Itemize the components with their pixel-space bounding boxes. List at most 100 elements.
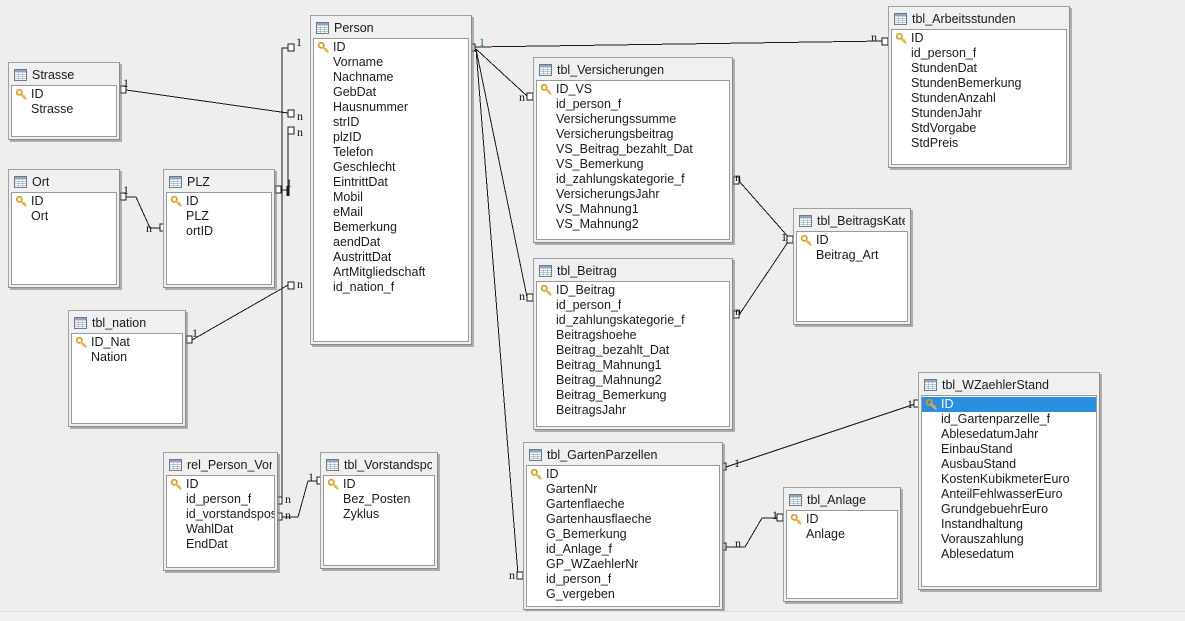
field-row[interactable]: ID bbox=[314, 40, 468, 55]
field-row[interactable]: Instandhaltung bbox=[922, 517, 1096, 532]
field-row[interactable]: ID bbox=[12, 87, 116, 102]
field-row[interactable]: VS_Mahnung2 bbox=[537, 217, 729, 232]
table-titlebar-tbl_wzaehlerstand[interactable]: tbl_WZaehlerStand bbox=[921, 375, 1097, 395]
field-row[interactable]: Bemerkung bbox=[314, 220, 468, 235]
field-row[interactable]: strID bbox=[314, 115, 468, 130]
table-titlebar-tbl_versicherungen[interactable]: tbl_Versicherungen bbox=[536, 60, 730, 80]
field-row[interactable]: StundenAnzahl bbox=[892, 91, 1066, 106]
field-row[interactable]: StundenDat bbox=[892, 61, 1066, 76]
field-row[interactable]: AblesedatumJahr bbox=[922, 427, 1096, 442]
field-row[interactable]: GebDat bbox=[314, 85, 468, 100]
field-row[interactable]: id_Gartenparzelle_f bbox=[922, 412, 1096, 427]
field-row[interactable]: StundenJahr bbox=[892, 106, 1066, 121]
field-row[interactable]: EinbauStand bbox=[922, 442, 1096, 457]
field-row[interactable]: Hausnummer bbox=[314, 100, 468, 115]
table-titlebar-tbl_beitragskateg[interactable]: tbl_BeitragsKateg bbox=[796, 211, 908, 231]
field-row[interactable]: id_person_f bbox=[527, 572, 719, 587]
field-row[interactable]: ID bbox=[787, 512, 897, 527]
table-window-tbl_beitragskateg[interactable]: tbl_BeitragsKategIDBeitrag_Art bbox=[793, 208, 911, 325]
field-row[interactable]: ID bbox=[167, 194, 271, 209]
field-row[interactable]: ortID bbox=[167, 224, 271, 239]
field-row[interactable]: Gartenhausflaeche bbox=[527, 512, 719, 527]
field-row[interactable]: Beitrag_Bemerkung bbox=[537, 388, 729, 403]
field-row[interactable]: BeitragsJahr bbox=[537, 403, 729, 418]
field-row[interactable]: Vorauszahlung bbox=[922, 532, 1096, 547]
field-row[interactable]: id_Anlage_f bbox=[527, 542, 719, 557]
field-row[interactable]: Beitrag_Mahnung2 bbox=[537, 373, 729, 388]
field-row[interactable]: id_vorstandsposte bbox=[167, 507, 274, 522]
field-row[interactable]: EintrittDat bbox=[314, 175, 468, 190]
table-titlebar-plz[interactable]: PLZ bbox=[166, 172, 272, 192]
table-titlebar-tbl_anlage[interactable]: tbl_Anlage bbox=[786, 490, 898, 510]
field-row[interactable]: Anlage bbox=[787, 527, 897, 542]
field-row[interactable]: StundenBemerkung bbox=[892, 76, 1066, 91]
field-row[interactable]: id_person_f bbox=[892, 46, 1066, 61]
field-row[interactable]: ID bbox=[527, 467, 719, 482]
table-titlebar-tbl_nation[interactable]: tbl_nation bbox=[71, 313, 183, 333]
field-row[interactable]: ID bbox=[922, 397, 1096, 412]
field-row[interactable]: ID bbox=[12, 194, 116, 209]
field-row[interactable]: Beitrag_bezahlt_Dat bbox=[537, 343, 729, 358]
field-row[interactable]: ID bbox=[797, 233, 907, 248]
field-row[interactable]: G_vergeben bbox=[527, 587, 719, 602]
field-row[interactable]: Gartenflaeche bbox=[527, 497, 719, 512]
table-titlebar-person[interactable]: Person bbox=[313, 18, 469, 38]
field-row[interactable]: ID_Nat bbox=[72, 335, 182, 350]
field-row[interactable]: ID bbox=[892, 31, 1066, 46]
field-row[interactable]: Ablesedatum bbox=[922, 547, 1096, 562]
field-row[interactable]: Versicherungsbeitrag bbox=[537, 127, 729, 142]
field-row[interactable]: id_person_f bbox=[537, 298, 729, 313]
field-row[interactable]: Beitrag_Art bbox=[797, 248, 907, 263]
field-row[interactable]: plzID bbox=[314, 130, 468, 145]
field-row[interactable]: VS_Bemerkung bbox=[537, 157, 729, 172]
field-row[interactable]: VersicherungsJahr bbox=[537, 187, 729, 202]
field-row[interactable]: id_zahlungskategorie_f bbox=[537, 313, 729, 328]
field-row[interactable]: Zyklus bbox=[324, 507, 434, 522]
field-row[interactable]: id_person_f bbox=[537, 97, 729, 112]
field-row[interactable]: id_person_f bbox=[167, 492, 274, 507]
field-row[interactable]: Vorname bbox=[314, 55, 468, 70]
field-row[interactable]: Geschlecht bbox=[314, 160, 468, 175]
field-row[interactable]: Nachname bbox=[314, 70, 468, 85]
field-row[interactable]: AusbauStand bbox=[922, 457, 1096, 472]
field-row[interactable]: ID bbox=[324, 477, 434, 492]
field-row[interactable]: Nation bbox=[72, 350, 182, 365]
table-titlebar-tbl_beitrag[interactable]: tbl_Beitrag bbox=[536, 261, 730, 281]
field-row[interactable]: VS_Mahnung1 bbox=[537, 202, 729, 217]
field-row[interactable]: Ort bbox=[12, 209, 116, 224]
field-row[interactable]: KostenKubikmeterEuro bbox=[922, 472, 1096, 487]
field-row[interactable]: Beitrag_Mahnung1 bbox=[537, 358, 729, 373]
field-row[interactable]: aendDat bbox=[314, 235, 468, 250]
table-titlebar-strasse[interactable]: Strasse bbox=[11, 65, 117, 85]
field-row[interactable]: id_zahlungskategorie_f bbox=[537, 172, 729, 187]
field-row[interactable]: GP_WZaehlerNr bbox=[527, 557, 719, 572]
field-row[interactable]: ID bbox=[167, 477, 274, 492]
table-titlebar-tbl_vorstandspos[interactable]: tbl_Vorstandspos bbox=[323, 455, 435, 475]
field-row[interactable]: eMail bbox=[314, 205, 468, 220]
table-titlebar-tbl_gartenparzellen[interactable]: tbl_GartenParzellen bbox=[526, 445, 720, 465]
table-titlebar-rel_person_vorstand[interactable]: rel_Person_Vorsta bbox=[166, 455, 275, 475]
table-window-rel_person_vorstand[interactable]: rel_Person_VorstaIDid_person_fid_vorstan… bbox=[163, 452, 278, 571]
